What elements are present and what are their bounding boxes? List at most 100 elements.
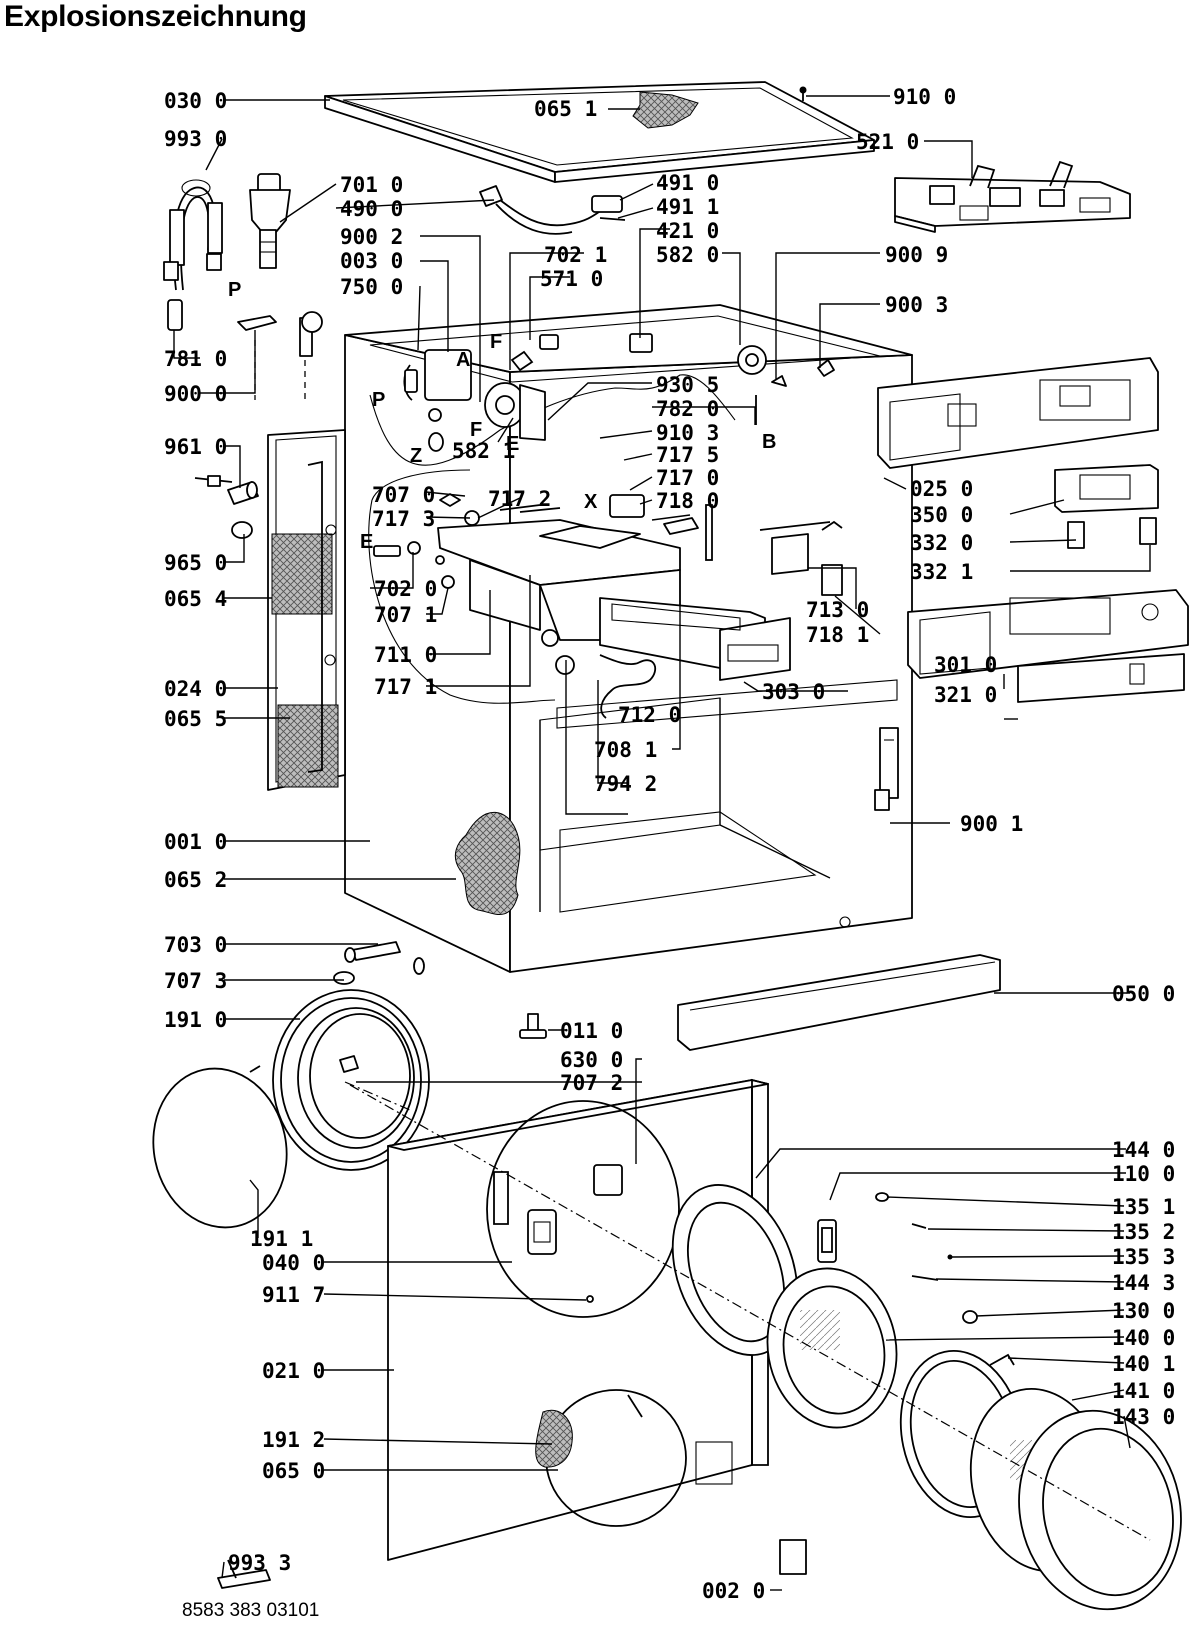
detergent-dispenser [373, 493, 791, 719]
part-label: 490 0 [340, 197, 403, 221]
foot-011 [519, 1013, 547, 1039]
part-label: 708 1 [594, 738, 657, 762]
part-label: 421 0 [656, 219, 719, 243]
connector-letters: A F F P P Z E E B X [228, 279, 776, 553]
part-label: 140 0 [1112, 1326, 1175, 1350]
hinge-pin [333, 941, 425, 985]
part-label: 321 0 [934, 683, 997, 707]
part-label: 900 3 [885, 293, 948, 317]
connector-letter-p-1: P [228, 279, 241, 301]
part-label: 900 2 [340, 225, 403, 249]
rear-panel [267, 429, 346, 791]
plinth [677, 954, 1001, 1051]
part-label: 701 0 [340, 173, 403, 197]
part-label: 030 0 [164, 89, 227, 113]
connector-letter-a: A [456, 349, 470, 371]
part-label: 571 0 [540, 267, 603, 291]
part-label: 930 5 [656, 373, 719, 397]
part-label: 993 3 [228, 1551, 291, 1575]
part-label: 718 1 [806, 623, 869, 647]
connector-letter-e-2: E [506, 433, 519, 455]
part-label: 065 4 [164, 587, 227, 611]
part-label: 135 1 [1112, 1195, 1175, 1219]
brackets-713-718 [759, 520, 843, 596]
part-label: 002 0 [702, 1579, 765, 1603]
part-label: 900 0 [164, 382, 227, 406]
part-label: 582 1 [452, 439, 515, 463]
part-label: 582 0 [656, 243, 719, 267]
part-label: 703 0 [164, 933, 227, 957]
small-parts-993-002 [217, 1539, 807, 1589]
part-label: 065 0 [262, 1459, 325, 1483]
part-labels: 030 0 065 1 910 0 521 0 993 0 701 0 490 … [164, 85, 1175, 1603]
part-label: 140 1 [1112, 1352, 1175, 1376]
part-label: 900 1 [960, 812, 1023, 836]
part-label: 143 0 [1112, 1405, 1175, 1429]
part-label: 707 0 [372, 483, 435, 507]
part-label: 900 9 [885, 243, 948, 267]
part-label: 144 3 [1112, 1271, 1175, 1295]
part-label: 065 5 [164, 707, 227, 731]
part-label: 630 0 [560, 1048, 623, 1072]
part-label: 717 3 [372, 507, 435, 531]
door-gasket [272, 989, 430, 1171]
small-parts-961-965 [194, 475, 259, 539]
water-valve [249, 173, 291, 269]
door-disc-191-1 [152, 1065, 288, 1229]
part-label: 011 0 [560, 1019, 623, 1043]
leader-lines [173, 95, 1151, 1591]
part-label: 141 0 [1112, 1379, 1175, 1403]
part-label: 794 2 [594, 772, 657, 796]
part-label: 717 5 [656, 443, 719, 467]
connector-letter-b: B [762, 431, 776, 453]
part-label: 718 0 [656, 489, 719, 513]
part-label: 702 0 [374, 577, 437, 601]
part-label: 707 1 [374, 603, 437, 627]
axis-line [349, 1084, 1151, 1541]
part-label: 332 0 [910, 531, 973, 555]
switch-900-1 [874, 727, 899, 811]
part-label: 750 0 [340, 275, 403, 299]
part-label: 711 0 [374, 643, 437, 667]
part-label: 144 0 [1112, 1138, 1175, 1162]
part-label: 024 0 [164, 677, 227, 701]
label-321 [1017, 653, 1185, 703]
part-label: 707 2 [560, 1071, 623, 1095]
connector-letter-p-2: P [372, 389, 385, 411]
part-label: 702 1 [544, 243, 607, 267]
part-label: 303 0 [762, 680, 825, 704]
part-label: 065 2 [164, 868, 227, 892]
part-label: 491 1 [656, 195, 719, 219]
part-label: 965 0 [164, 551, 227, 575]
part-label: 993 0 [164, 127, 227, 151]
part-label: 301 0 [934, 653, 997, 677]
control-module-521 [894, 160, 1131, 233]
part-label: 782 0 [656, 397, 719, 421]
inlet-hose-993 [163, 179, 223, 291]
part-label: 712 0 [618, 703, 681, 727]
top-cover [324, 81, 875, 183]
part-label: 191 1 [250, 1227, 313, 1251]
connector-letter-f-2: F [470, 419, 482, 441]
panel-frame-025 [877, 357, 1159, 469]
part-label: 191 0 [164, 1008, 227, 1032]
part-label: 130 0 [1112, 1299, 1175, 1323]
screw-910-0 [799, 86, 807, 101]
connector-letter-e-1: E [360, 531, 373, 553]
part-label: 025 0 [910, 477, 973, 501]
part-label: 040 0 [262, 1251, 325, 1275]
part-label: 491 0 [656, 171, 719, 195]
door-handle [817, 1219, 837, 1263]
part-label: 065 1 [534, 97, 597, 121]
part-label: 191 2 [262, 1428, 325, 1452]
part-label: 911 7 [262, 1283, 325, 1307]
part-label: 135 2 [1112, 1220, 1175, 1244]
diagram-title: Explosionszeichnung [4, 0, 307, 33]
connector-letter-x: X [584, 491, 598, 513]
document-number: 8583 383 03101 [182, 1600, 320, 1621]
front-panel [387, 1078, 769, 1561]
screws-135-144 [875, 1192, 978, 1324]
door-glass [766, 1267, 898, 1429]
connector-letter-f-1: F [490, 331, 502, 353]
